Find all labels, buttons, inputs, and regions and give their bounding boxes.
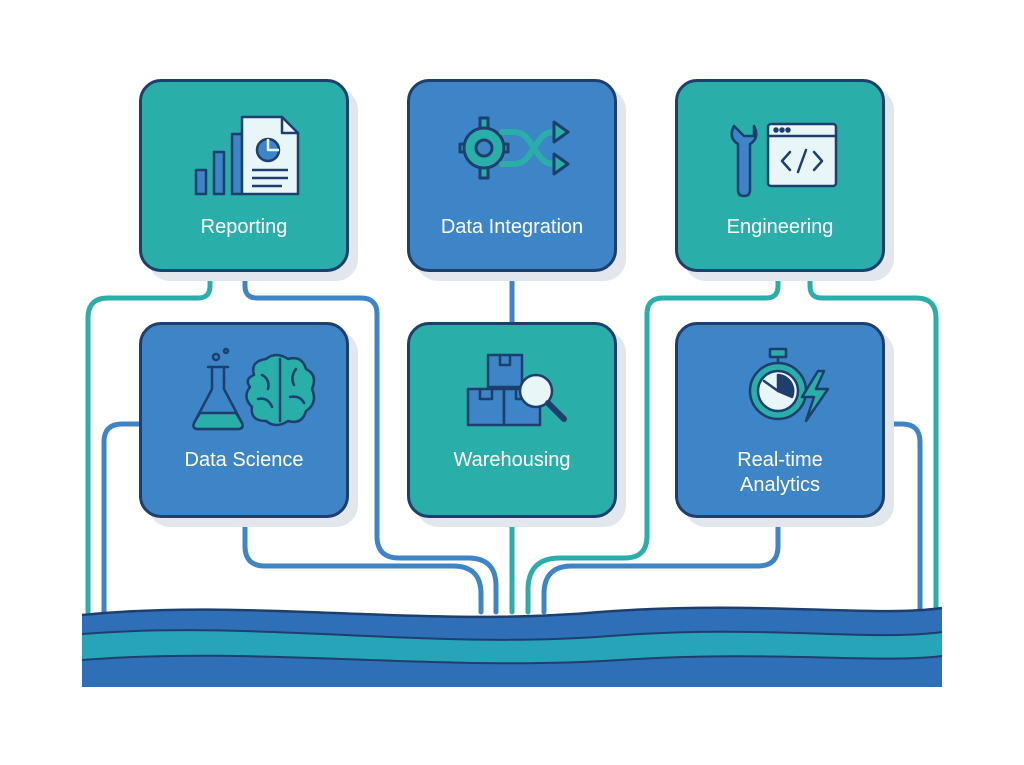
data-lake-wave (81, 606, 943, 687)
card-label: Data Science (184, 449, 304, 471)
card-engineering[interactable]: Engineering (675, 79, 885, 272)
report-chart-icon (194, 115, 300, 196)
stopwatch-bolt-icon (748, 347, 830, 423)
connector-engineering-right (807, 269, 939, 615)
card-label-line-2: Analytics (739, 474, 821, 496)
card-real-time-analytics[interactable]: Real-time Analytics (675, 322, 885, 518)
wrench-code-icon (730, 122, 838, 198)
card-reporting[interactable]: Reporting (139, 79, 349, 272)
card-label: Engineering (726, 216, 834, 238)
card-label: Data Integration (440, 216, 584, 238)
boxes-magnifier-icon (466, 353, 567, 427)
connector-realtime-right (882, 421, 923, 615)
connector-reporting-left (85, 269, 213, 615)
connector-realtime-bottom (541, 515, 781, 615)
card-warehousing[interactable]: Warehousing (407, 322, 617, 518)
card-label: Reporting (200, 216, 288, 238)
connector-data-science-bottom (242, 515, 484, 615)
card-label-line-1: Real-time (737, 449, 823, 471)
gear-shuffle-icon (458, 116, 570, 180)
card-label: Warehousing (453, 449, 571, 471)
connector-engineering-left (525, 269, 781, 615)
connector-reporting-right (242, 269, 499, 615)
card-data-science[interactable]: Data Science (139, 322, 349, 518)
connector-data-science-left (101, 421, 143, 615)
card-data-integration[interactable]: Data Integration (407, 79, 617, 272)
flask-brain-icon (192, 347, 316, 431)
